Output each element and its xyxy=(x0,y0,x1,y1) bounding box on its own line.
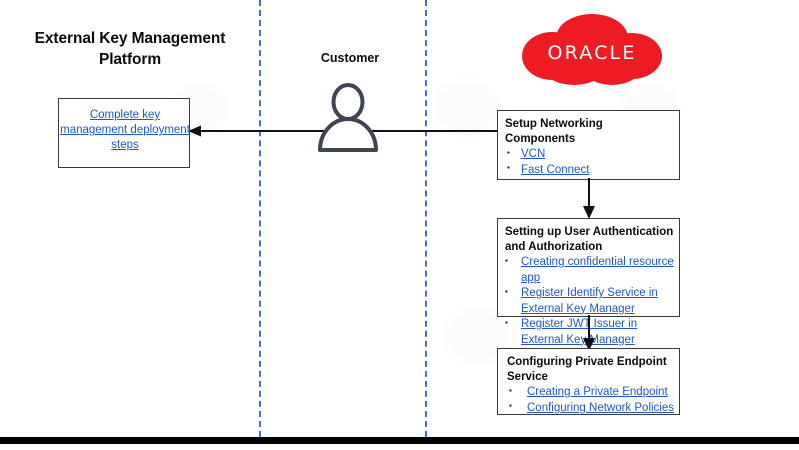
box-title-networking: Setup Networking Components xyxy=(505,118,603,145)
lane-divider-right xyxy=(425,0,427,437)
lane-divider-left xyxy=(259,0,261,437)
oracle-wordmark: ORACLE xyxy=(547,42,637,64)
oracle-logo: ORACLE xyxy=(512,8,672,94)
box-title-auth: Setting up User Authentication and Autho… xyxy=(505,226,674,253)
connector-networking-to-auth xyxy=(583,178,595,219)
list-item: Register Identify Service in External Ke… xyxy=(503,285,676,316)
connector-auth-to-endpoint xyxy=(583,315,595,351)
link-creating-a-private-endpoint[interactable]: Creating a Private Endpoint xyxy=(527,386,668,398)
link-creating-confidential-resource-app[interactable]: Creating confidential resource app xyxy=(521,256,674,284)
endpoint-item-list: Creating a Private Endpoint Configuring … xyxy=(507,384,674,415)
customer-label: Customer xyxy=(320,51,380,65)
list-item: Creating confidential resource app xyxy=(503,254,676,285)
user-authentication-authorization-box: Setting up User Authentication and Autho… xyxy=(497,218,680,346)
networking-item-list: VCN Fast Connect xyxy=(505,146,674,177)
link-vcn[interactable]: VCN xyxy=(521,148,546,160)
bottom-bar xyxy=(0,437,799,444)
list-item: Creating a Private Endpoint xyxy=(507,384,674,400)
list-item: Fast Connect xyxy=(505,161,674,178)
auth-item-list: Creating confidential resource app Regis… xyxy=(503,254,676,347)
list-item: VCN xyxy=(505,146,674,162)
page-title: External Key Management Platform xyxy=(34,30,226,68)
oracle-cloud-icon xyxy=(522,14,662,85)
complete-key-management-link-wrap: Complete key management deployment steps xyxy=(59,108,191,153)
link-register-identify-service[interactable]: Register Identify Service in External Ke… xyxy=(521,287,658,315)
list-item: Configuring Network Policies xyxy=(507,399,675,416)
link-fast-connect[interactable]: Fast Connect xyxy=(521,163,590,176)
box-title-endpoint: Configuring Private Endpoint Service xyxy=(507,356,667,383)
complete-key-management-box[interactable]: Complete key management deployment steps xyxy=(58,98,190,168)
list-item: Register JWT Issuer in External Key Mana… xyxy=(503,316,676,347)
complete-key-management-link[interactable]: Complete key management deployment steps xyxy=(60,109,190,151)
configuring-private-endpoint-service-box: Configuring Private Endpoint Service Cre… xyxy=(497,348,680,415)
link-configuring-network-policies[interactable]: Configuring Network Policies xyxy=(527,401,675,414)
link-register-jwt-issuer[interactable]: Register JWT Issuer in External Key Mana… xyxy=(521,318,638,346)
customer-person-icon xyxy=(318,83,378,152)
setup-networking-components-box: Setup Networking Components VCN Fast Con… xyxy=(497,110,680,180)
